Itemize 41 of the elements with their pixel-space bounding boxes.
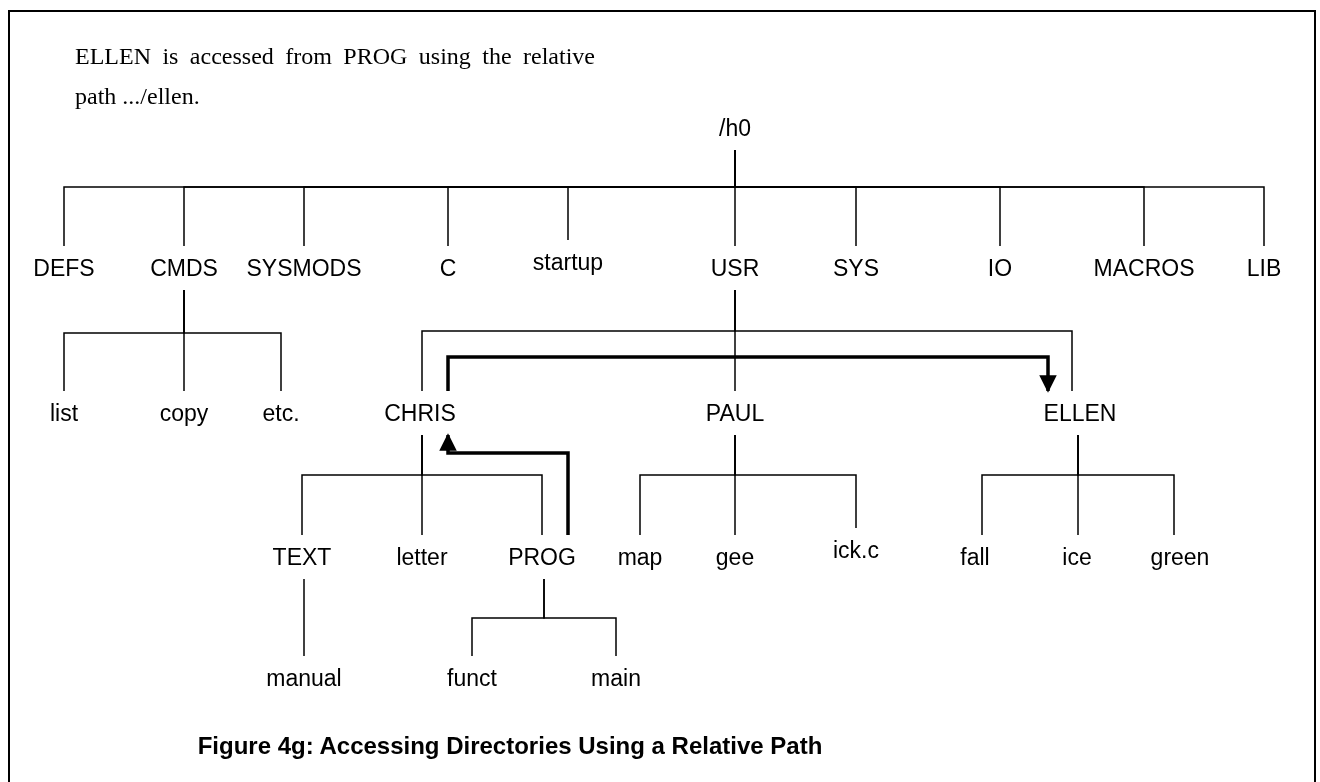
directory-label: DEFS (29, 246, 99, 290)
directory-label: letter (392, 535, 452, 579)
directory-label: gee (711, 535, 759, 579)
directory-label: main (587, 656, 645, 700)
tree-line (421, 434, 543, 536)
tree-line (543, 578, 617, 657)
directory-label: LIB (1242, 246, 1286, 290)
tree-line (734, 434, 857, 529)
figure-caption: Figure 4g: Accessing Directories Using a Relative Path (196, 731, 824, 761)
directory-label: SYSMODS (242, 246, 366, 290)
directory-label: map (613, 535, 667, 579)
directory-label: startup (528, 240, 608, 284)
directory-label: CHRIS (380, 391, 460, 435)
directory-label: green (1146, 535, 1214, 579)
directory-label: ice (1058, 535, 1096, 579)
directory-label: MACROS (1089, 246, 1199, 290)
directory-label: PROG (504, 535, 580, 579)
arrow (439, 433, 570, 535)
arrow (446, 355, 1057, 393)
directory-label: copy (155, 391, 213, 435)
directory-label: C (435, 246, 461, 290)
tree-line (734, 289, 1073, 392)
directory-label: TEXT (268, 535, 336, 579)
directory-label: fall (956, 535, 994, 579)
directory-label: /h0 (715, 106, 755, 150)
directory-label: etc. (258, 391, 304, 435)
directory-label: ick.c (829, 528, 883, 572)
directory-label: PAUL (701, 391, 769, 435)
description-text: ELLEN is accessed from PROG using the relative path .../ellen. (75, 42, 595, 111)
directory-label: SYS (829, 246, 883, 290)
directory-label: USR (706, 246, 764, 290)
directory-label: CMDS (146, 246, 222, 290)
tree-line (734, 149, 1265, 247)
tree-line (1077, 434, 1175, 536)
directory-label: funct (443, 656, 501, 700)
directory-label: ELLEN (1039, 391, 1121, 435)
directory-label: IO (983, 246, 1017, 290)
tree-line (183, 289, 282, 392)
tree-line (303, 578, 305, 657)
directory-label: manual (262, 656, 346, 700)
directory-label: list (45, 391, 83, 435)
